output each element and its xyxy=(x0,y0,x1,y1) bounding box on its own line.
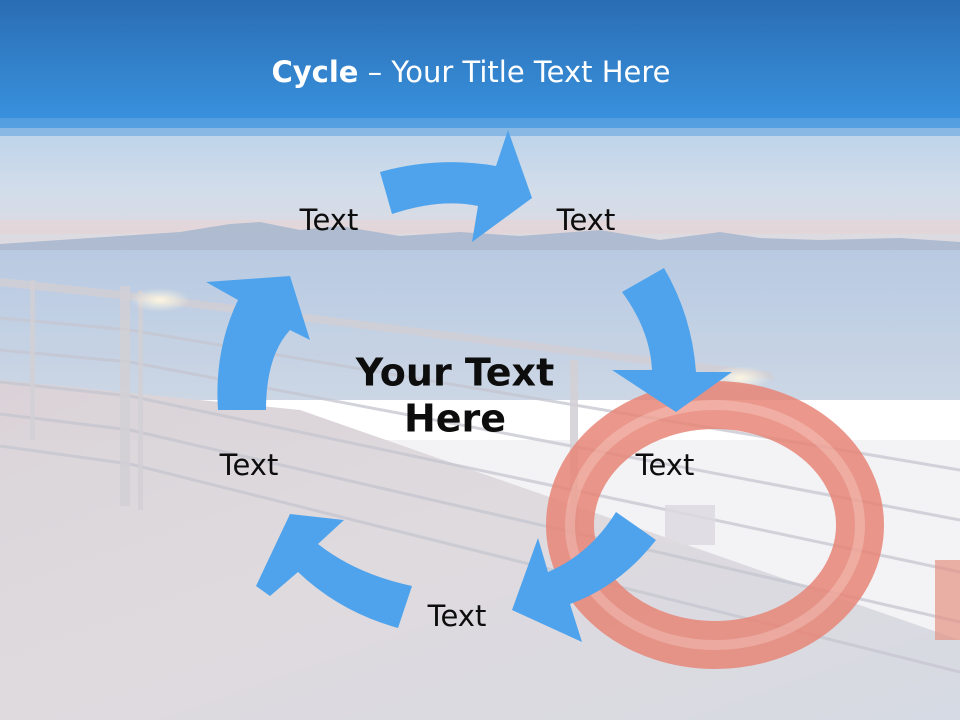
cycle-label-bottom: Text xyxy=(427,599,487,633)
title-rest: – Your Title Text Here xyxy=(358,55,671,89)
cycle-label-left: Text xyxy=(219,448,279,482)
cycle-label-top-right: Text xyxy=(556,203,616,237)
title-bold: Cycle xyxy=(271,55,359,89)
cycle-arrow-icon xyxy=(206,276,310,410)
cycle-arrow-icon xyxy=(380,130,532,242)
cycle-arrow-icon xyxy=(512,512,656,642)
slide-title: Cycle – Your Title Text Here xyxy=(0,55,942,89)
cycle-label-right: Text xyxy=(635,448,695,482)
center-text-line1: Your Text xyxy=(355,350,555,395)
center-text: Your Text Here xyxy=(305,350,605,443)
cycle-arrow-icon xyxy=(256,514,412,628)
center-text-line2: Here xyxy=(403,397,507,441)
cycle-arrow-icon xyxy=(612,268,732,412)
cycle-label-top-left: Text xyxy=(299,203,359,237)
